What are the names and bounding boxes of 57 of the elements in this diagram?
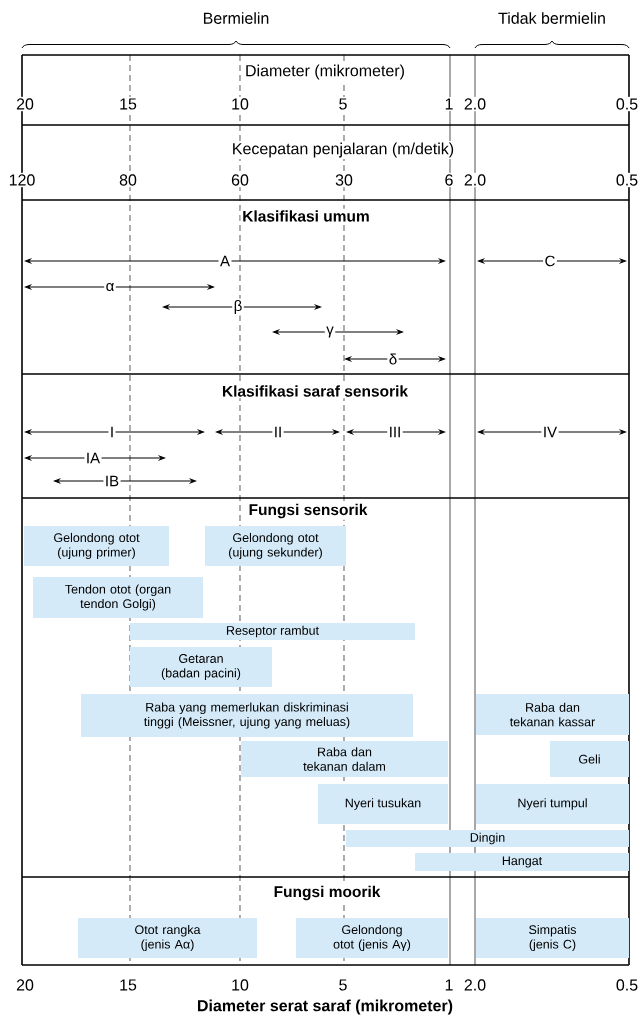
function-bar: Dingin xyxy=(346,830,629,847)
axis-title: Diameter serat saraf (mikrometer) xyxy=(195,998,455,1016)
tick-label: 120 xyxy=(7,172,37,188)
group-label: Bermielin xyxy=(201,10,271,26)
section-heading: Fungsi moorik xyxy=(272,884,382,902)
function-bar: Hangat xyxy=(415,853,629,871)
tick-label: 10 xyxy=(229,96,251,112)
tick-label: 2.0 xyxy=(462,96,488,112)
section-heading: Klasifikasi umum xyxy=(240,208,372,224)
tick-label: 0.5 xyxy=(614,977,640,993)
axis-title: Diameter (mikrometer) xyxy=(243,63,407,81)
function-bar: Gelondong otot (ujung primer) xyxy=(24,526,169,566)
range-label: A xyxy=(218,254,232,268)
tick-label: 30 xyxy=(333,172,355,188)
range-label: C xyxy=(543,254,557,268)
range-label: IV xyxy=(541,425,559,439)
tick-label: 10 xyxy=(229,977,251,993)
range-label: δ xyxy=(387,352,399,366)
function-bar: Gelondong otot (jenis Aγ) xyxy=(296,918,448,958)
tick-label: 60 xyxy=(229,172,251,188)
tick-label: 1 xyxy=(443,978,455,992)
range-label: III xyxy=(387,425,403,439)
range-label: α xyxy=(104,281,116,293)
function-bar: Geli xyxy=(550,741,629,777)
tick-label: 0.5 xyxy=(614,96,640,112)
function-bar: Raba yang memerlukan diskriminasi tinggi (Meissner, ujung yang meluas) xyxy=(81,694,413,737)
function-bar: Raba dan tekanan kassar xyxy=(476,694,629,735)
function-bar: Nyeri tusukan xyxy=(318,784,448,824)
function-bar: Raba dan tekanan dalam xyxy=(241,741,448,777)
range-label: II xyxy=(272,425,284,439)
function-bar: Simpatis (jenis C) xyxy=(476,918,629,958)
tick-label: 1 xyxy=(443,97,455,111)
tick-label: 15 xyxy=(117,96,139,112)
group-label: Tidak bermielin xyxy=(496,10,608,26)
tick-label: 20 xyxy=(14,977,36,993)
range-label: β xyxy=(232,298,244,316)
tick-label: 15 xyxy=(117,977,139,993)
function-bar: Tendon otot (organ tendon Golgi) xyxy=(33,577,203,618)
tick-label: 6 xyxy=(443,172,455,188)
section-heading: Klasifikasi saraf sensorik xyxy=(220,383,410,399)
range-label: IA xyxy=(84,451,102,465)
function-bar: Otot rangka (jenis Aα) xyxy=(78,918,257,958)
tick-label: 2.0 xyxy=(462,172,488,188)
range-label: γ xyxy=(324,325,336,339)
function-bar: Getaran (badan pacini) xyxy=(130,647,272,687)
function-bar: Nyeri tumpul xyxy=(476,784,629,824)
axis-title: Kecepatan penjalaran (m/detik) xyxy=(230,141,456,159)
tick-label: 80 xyxy=(117,172,139,188)
range-label: I xyxy=(108,425,116,439)
tick-label: 0.5 xyxy=(614,172,640,188)
range-label: IB xyxy=(103,474,121,488)
tick-label: 5 xyxy=(337,96,349,112)
function-bar: Reseptor rambut xyxy=(130,623,415,640)
function-bar: Gelondong otot (ujung sekunder) xyxy=(205,526,346,566)
tick-label: 2.0 xyxy=(462,977,488,993)
tick-label: 20 xyxy=(14,96,36,112)
tick-label: 5 xyxy=(337,977,349,993)
